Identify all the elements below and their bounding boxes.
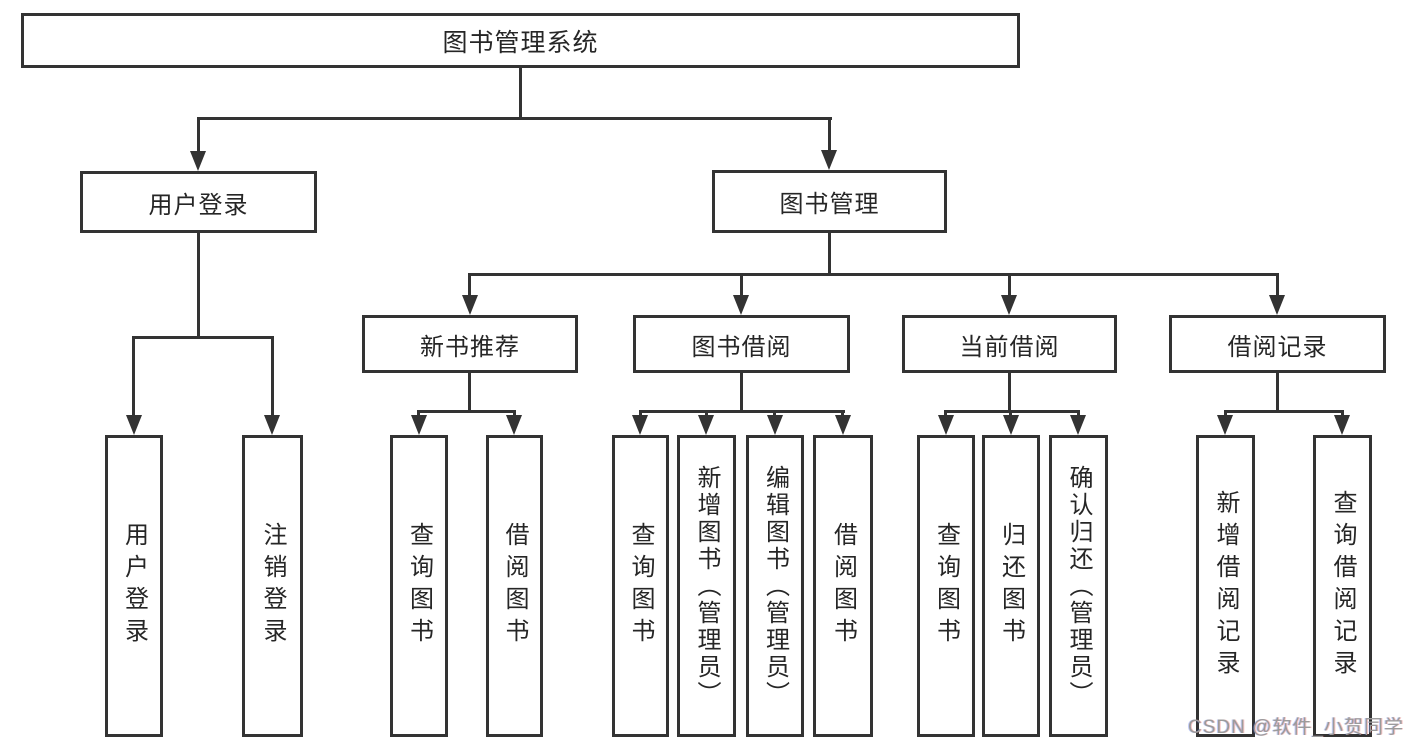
connector-line <box>1008 273 1011 297</box>
connector-line <box>197 117 200 152</box>
leaf-add-books-admin-label: 新增图书（管理员） <box>693 464 720 708</box>
connector-line <box>944 410 947 417</box>
connector-line <box>1008 373 1011 410</box>
leaf-query-books-1-label: 查询图书 <box>405 522 433 650</box>
arrow-down-icon <box>506 415 522 435</box>
connector-line <box>705 410 708 417</box>
arrow-down-icon <box>698 415 714 435</box>
leaf-borrow-books-2-label: 借阅图书 <box>829 522 857 650</box>
leaf-borrow-books-1: 借阅图书 <box>486 435 543 737</box>
leaf-add-books-admin: 新增图书（管理员） <box>677 435 736 737</box>
leaf-query-books-1: 查询图书 <box>390 435 448 737</box>
connector-line <box>468 273 471 297</box>
connector-line <box>1276 273 1279 297</box>
connector-line <box>944 410 1080 413</box>
connector-line <box>773 410 776 417</box>
arrow-down-icon <box>1334 415 1350 435</box>
connector-line <box>417 410 420 417</box>
arrow-down-icon <box>1001 295 1017 315</box>
node-current-borrow-label: 当前借阅 <box>959 333 1060 361</box>
leaf-edit-books-admin: 编辑图书（管理员） <box>746 435 804 737</box>
leaf-borrow-books-2: 借阅图书 <box>813 435 873 737</box>
connector-line <box>1276 373 1279 410</box>
arrow-down-icon <box>632 415 648 435</box>
connector-line <box>132 336 135 417</box>
leaf-query-borrow-record: 查询借阅记录 <box>1313 435 1372 737</box>
connector-line <box>639 410 845 413</box>
arrow-down-icon <box>126 415 142 435</box>
leaf-borrow-books-1-label: 借阅图书 <box>501 522 528 650</box>
arrow-down-icon <box>821 150 837 170</box>
leaf-user-login: 用户登录 <box>105 435 163 737</box>
arrow-down-icon <box>1003 415 1019 435</box>
connector-line <box>1341 410 1344 417</box>
node-borrow-records: 借阅记录 <box>1169 315 1386 373</box>
csdn-watermark: CSDN @软件_小贺同学 <box>1188 717 1404 738</box>
node-book-management: 图书管理 <box>712 170 947 233</box>
arrow-down-icon <box>835 415 851 435</box>
node-book-borrow: 图书借阅 <box>633 315 850 373</box>
arrow-down-icon <box>1269 295 1285 315</box>
connector-line <box>740 373 743 410</box>
node-new-book-recommend: 新书推荐 <box>362 315 578 373</box>
arrow-down-icon <box>1070 415 1086 435</box>
leaf-query-books-2-label: 查询图书 <box>627 522 654 650</box>
leaf-user-login-label: 用户登录 <box>120 522 148 650</box>
leaf-add-borrow-record-label: 新增借阅记录 <box>1212 490 1239 682</box>
leaf-query-books-3-label: 查询图书 <box>932 522 960 650</box>
connector-line <box>197 233 200 336</box>
connector-line <box>417 410 516 413</box>
leaf-query-borrow-record-label: 查询借阅记录 <box>1329 490 1356 682</box>
connector-line <box>841 410 844 417</box>
node-borrow-records-label: 借阅记录 <box>1227 333 1328 361</box>
leaf-query-books-3: 查询图书 <box>917 435 975 737</box>
arrow-down-icon <box>264 415 280 435</box>
connector-line <box>132 336 274 339</box>
connector-line <box>468 273 1279 276</box>
connector-line <box>1224 410 1227 417</box>
connector-line <box>1224 410 1344 413</box>
connector-line <box>828 233 831 273</box>
connector-line <box>513 410 516 417</box>
arrow-down-icon <box>1217 415 1233 435</box>
connector-line <box>519 68 522 117</box>
node-root-label: 图书管理系统 <box>442 28 599 57</box>
leaf-logout-label: 注销登录 <box>259 522 286 650</box>
leaf-add-borrow-record: 新增借阅记录 <box>1196 435 1255 737</box>
leaf-return-books: 归还图书 <box>982 435 1040 737</box>
connector-line <box>740 273 743 297</box>
connector-line <box>639 410 642 417</box>
arrow-down-icon <box>411 415 427 435</box>
node-user-login: 用户登录 <box>80 171 317 233</box>
node-current-borrow: 当前借阅 <box>902 315 1117 373</box>
arrow-down-icon <box>733 295 749 315</box>
connector-line <box>271 336 274 417</box>
node-user-login-label: 用户登录 <box>148 191 249 219</box>
node-book-borrow-label: 图书借阅 <box>691 333 792 361</box>
leaf-logout: 注销登录 <box>242 435 303 737</box>
leaf-confirm-return-admin: 确认归还（管理员） <box>1049 435 1108 737</box>
arrow-down-icon <box>462 295 478 315</box>
arrow-down-icon <box>767 415 783 435</box>
leaf-confirm-return-admin-label: 确认归还（管理员） <box>1065 464 1092 708</box>
leaf-edit-books-admin-label: 编辑图书（管理员） <box>761 464 789 708</box>
connector-line <box>197 117 832 120</box>
node-book-management-label: 图书管理 <box>779 191 880 218</box>
connector-line <box>1077 410 1080 417</box>
node-root: 图书管理系统 <box>21 13 1020 68</box>
arrow-down-icon <box>190 151 206 171</box>
leaf-return-books-label: 归还图书 <box>997 522 1025 650</box>
connector-line <box>468 373 471 410</box>
node-new-book-recommend-label: 新书推荐 <box>420 333 520 361</box>
arrow-down-icon <box>938 415 954 435</box>
leaf-query-books-2: 查询图书 <box>612 435 669 737</box>
connector-line <box>828 117 831 152</box>
connector-line <box>1009 410 1012 417</box>
